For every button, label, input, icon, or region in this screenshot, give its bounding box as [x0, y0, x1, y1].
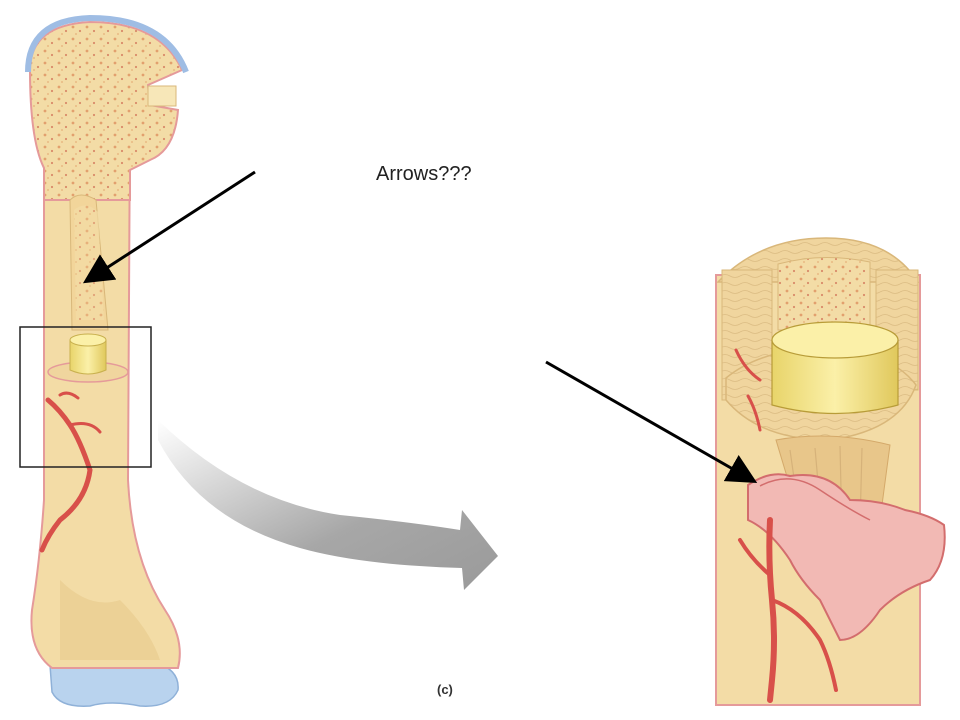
pointer-arrow-periosteum: [545, 360, 758, 483]
articular-cartilage-proximal: [25, 14, 189, 74]
zoom-region-box: [19, 326, 152, 468]
yellow-marrow-cylinder: [771, 339, 899, 415]
nutrient-artery: [39, 397, 93, 553]
pointer-arrow-medullary: [82, 170, 256, 284]
arrows-question-label: Arrows???: [376, 163, 472, 185]
marrow-plug-small: [69, 339, 107, 375]
proximal-epiphysis: [28, 20, 184, 201]
long-bone: [25, 14, 189, 707]
spongy-bone-region: [777, 257, 871, 331]
diaphysis: [30, 117, 181, 669]
enlarged-bone-section: [715, 237, 946, 706]
periosteum-flap: [747, 473, 946, 642]
panel-label-c: (c): [437, 682, 453, 697]
magnify-transition-arrow: [158, 420, 498, 590]
